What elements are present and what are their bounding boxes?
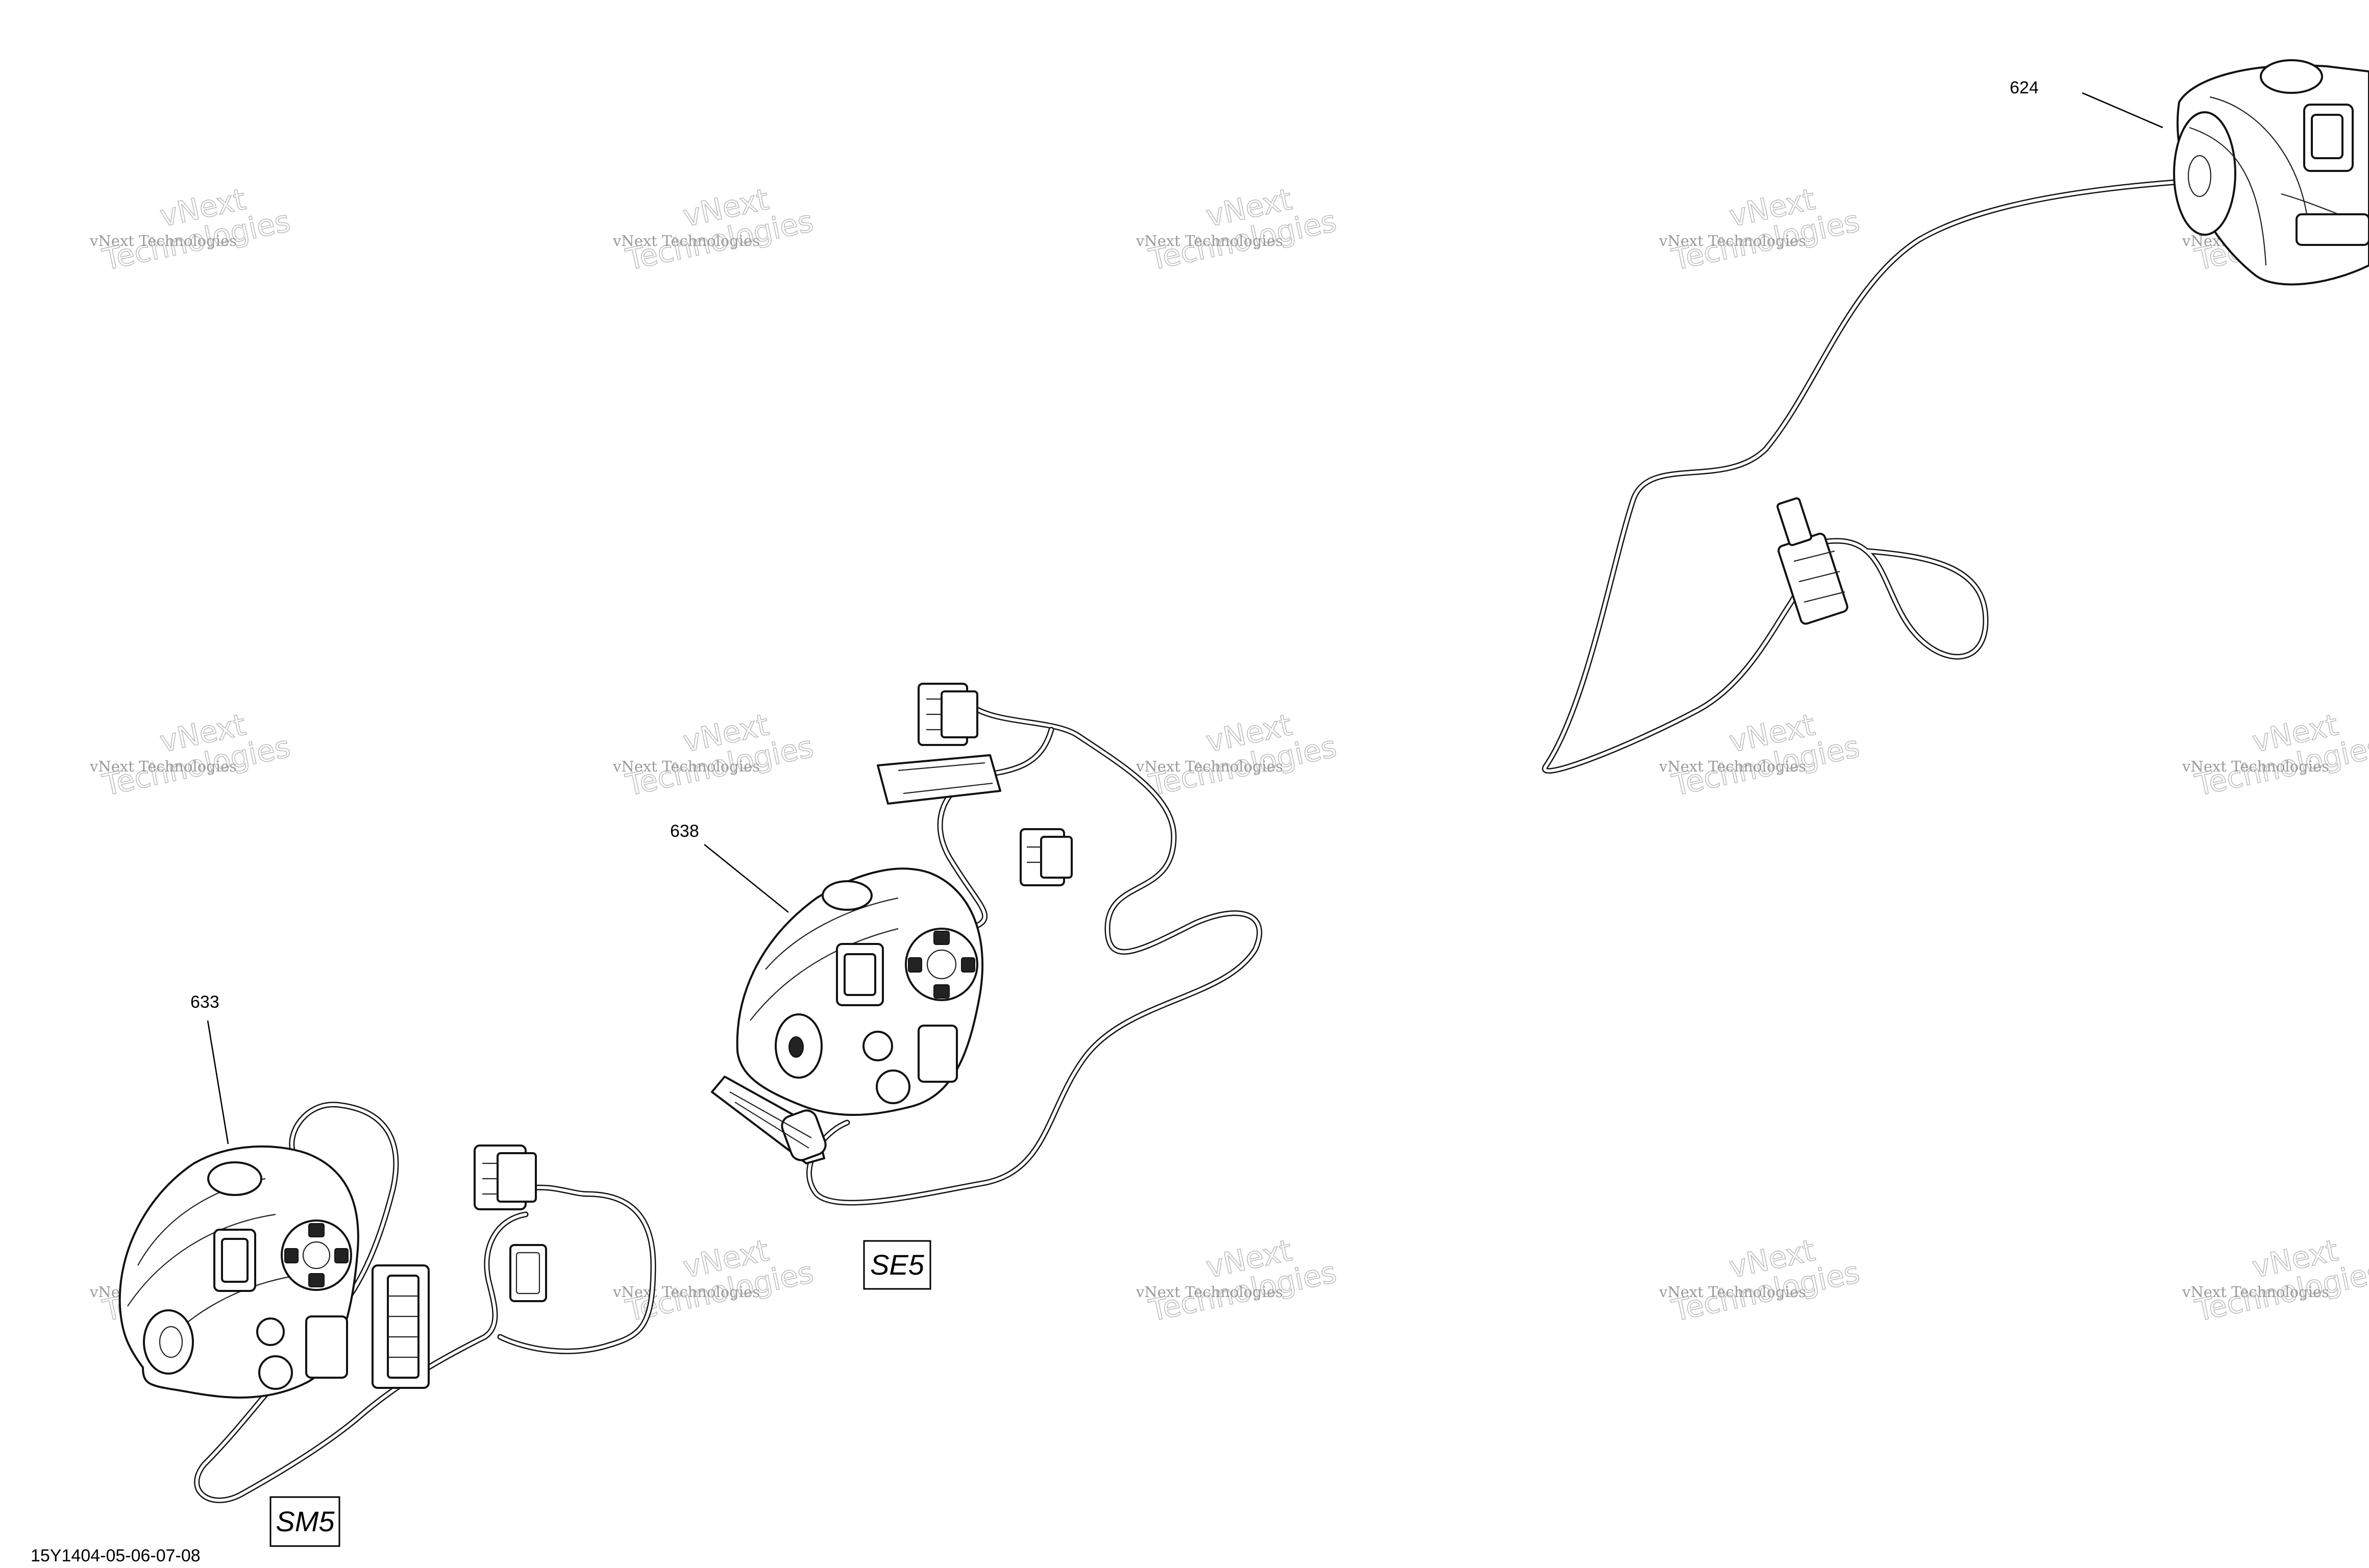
watermark-text: vNext Technologies [89, 758, 237, 775]
part-638-switch-housing [711, 867, 984, 1164]
watermark-text: vNext Technologies [1659, 232, 1806, 250]
watermark-text: vNext Technologies [612, 1283, 760, 1301]
watermark-text: vNext Technologies [1136, 758, 1283, 775]
part-638-connector-b [877, 754, 1001, 805]
part-638-connector-c [1020, 828, 1073, 886]
part-638-harness-wire [806, 704, 1263, 1206]
part-633-connector-c [509, 1244, 547, 1302]
callout-624: 624 [2010, 78, 2039, 97]
model-label-se5: SE5 [863, 1240, 931, 1290]
part-638-connector-a [918, 683, 978, 746]
model-label-sm5: SM5 [269, 1496, 340, 1547]
part-633-switch-housing [118, 1145, 359, 1399]
part-633-harness-wire [194, 1102, 656, 1503]
callout-638: 638 [670, 822, 699, 841]
watermark-text: vNext Technologies [1136, 232, 1283, 250]
part-624-connector [1776, 497, 1848, 625]
part-624-switch-housing [2173, 59, 2369, 286]
part-624-switch-assembly: 624 [1542, 59, 2369, 774]
part-633-connector-b [372, 1264, 430, 1389]
part-624-harness-wire [1542, 178, 2192, 774]
watermark-text: vNext Technologies [1659, 1283, 1806, 1301]
figure-code: 15Y1404-05-06-07-08 [31, 1546, 201, 1565]
watermark-text: vNext Technologies [2182, 758, 2329, 775]
part-638-switch-assembly: 638 [670, 683, 1263, 1206]
callout-633: 633 [190, 992, 219, 1012]
watermark-text: vNext Technologies [1659, 758, 1806, 775]
model-label-sm5-text: SM5 [276, 1505, 335, 1537]
model-label-se5-text: SE5 [870, 1249, 925, 1281]
part-633-connector-a [474, 1144, 537, 1210]
watermark-text: vNext Technologies [612, 758, 760, 775]
watermark-text: vNext Technologies [1136, 1283, 1283, 1301]
part-633-switch-assembly: 633 [118, 992, 656, 1503]
watermark-text: vNext Technologies [89, 232, 237, 250]
watermark-text: vNext Technologies [612, 232, 760, 250]
watermark-text: vNext Technologies [2182, 1283, 2329, 1301]
